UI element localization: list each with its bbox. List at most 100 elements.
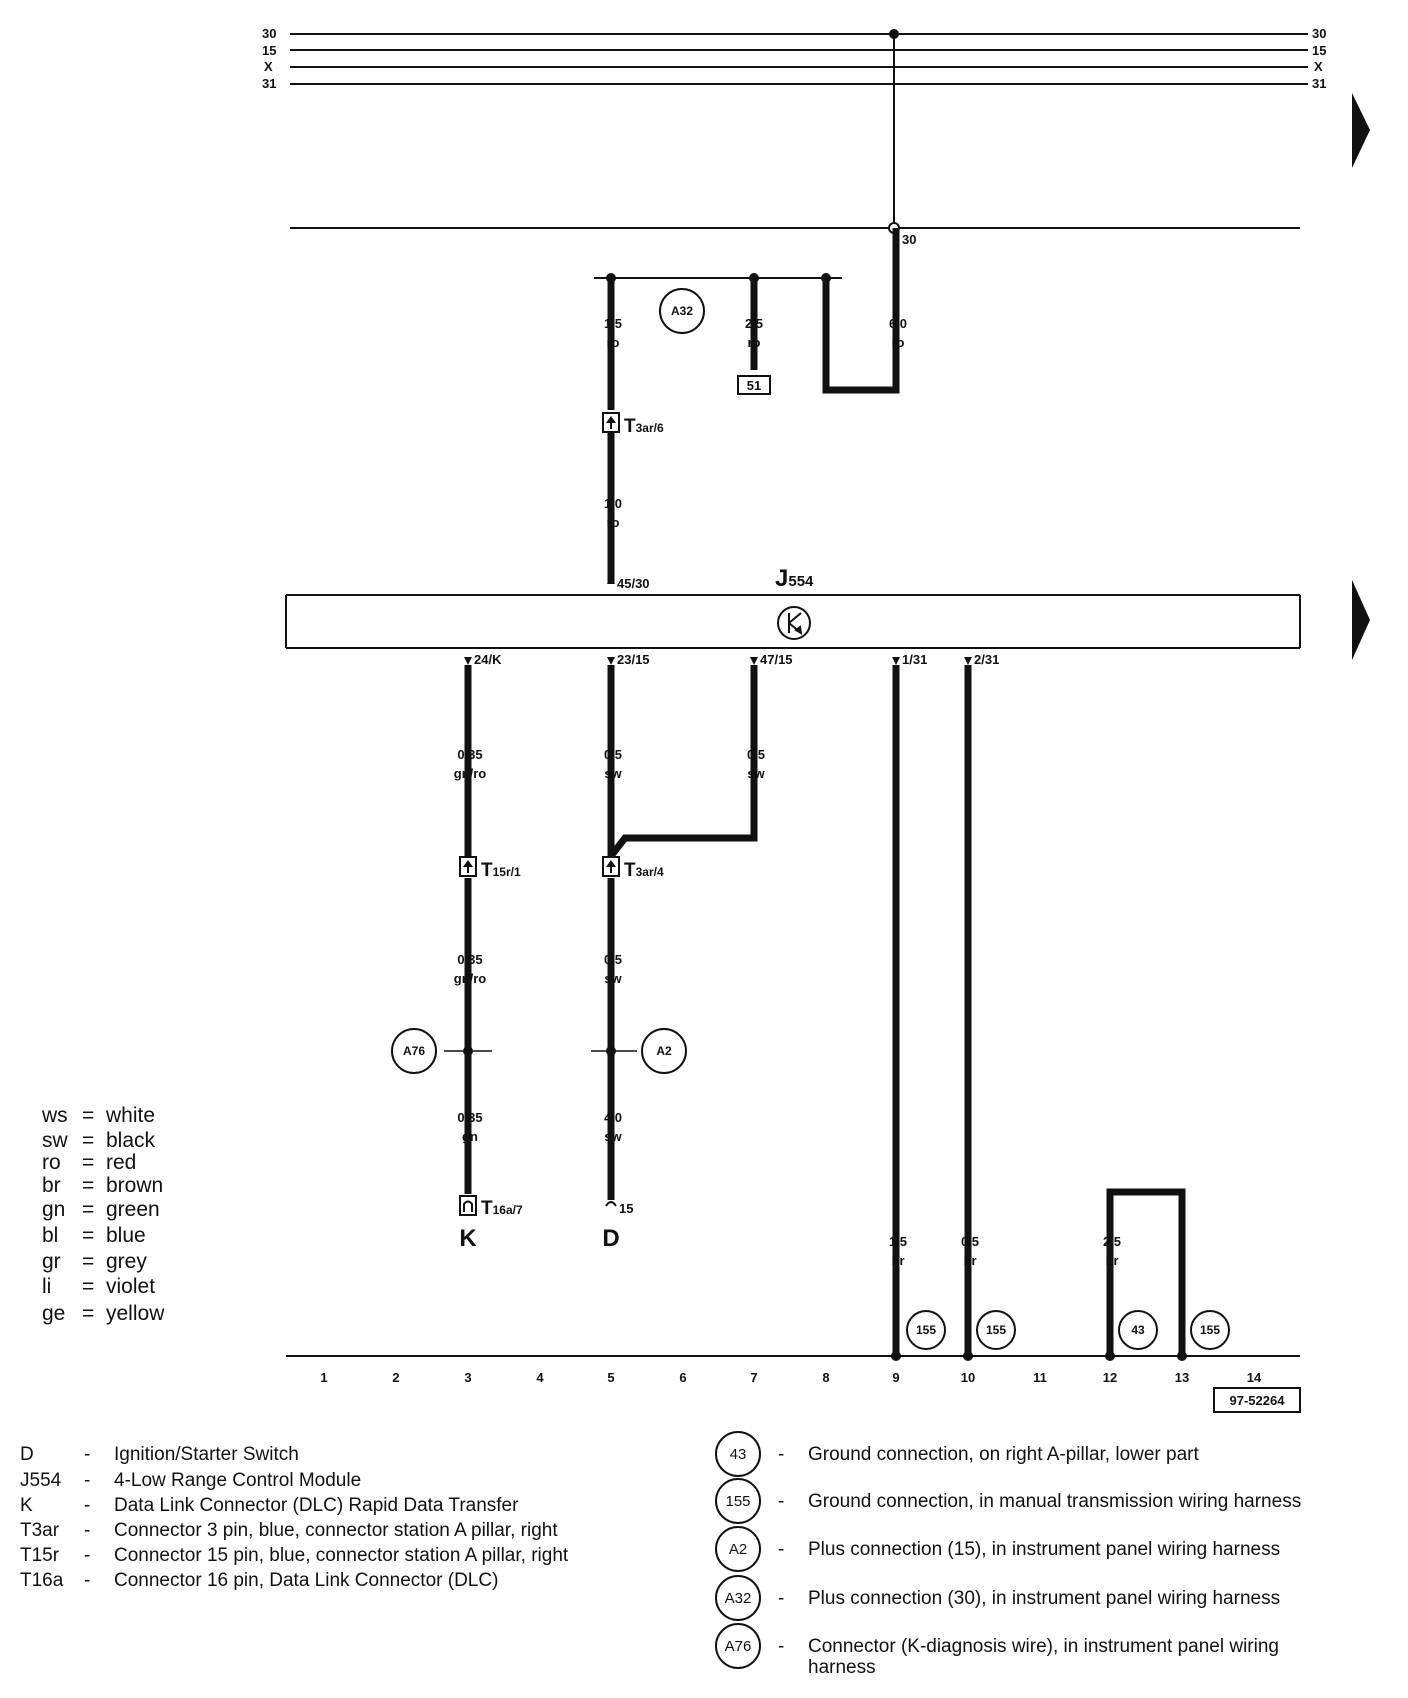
wire-color: ro xyxy=(748,335,761,350)
pin-arrow-icon xyxy=(607,576,615,584)
ground-155-circle xyxy=(976,1310,1016,1350)
ground-junction-dot xyxy=(1177,1351,1187,1361)
color-code: gn xyxy=(42,1198,65,1221)
terminal-cap-icon xyxy=(605,1201,617,1207)
color-name: brown xyxy=(106,1174,163,1197)
ground-155-circle xyxy=(906,1310,946,1350)
a32-circle xyxy=(659,288,705,334)
legend-dash: - xyxy=(84,1470,90,1491)
pin-arrow-icon xyxy=(892,657,900,665)
column-number: 2 xyxy=(392,1370,399,1385)
wire-color: sw xyxy=(604,1129,622,1144)
wire-size: 2,5 xyxy=(1103,1234,1121,1249)
legend-equals: = xyxy=(82,1129,94,1152)
column-number: 7 xyxy=(750,1370,757,1385)
junction-dot xyxy=(606,273,616,283)
legend-dash: - xyxy=(778,1444,784,1465)
legend-dash: - xyxy=(778,1491,784,1512)
component-desc: Connector 16 pin, Data Link Connector (D… xyxy=(114,1570,498,1591)
legend-circle-code: A76 xyxy=(725,1638,752,1655)
continuation-arrow-icon xyxy=(1352,580,1370,660)
pin-label: 1/31 xyxy=(902,652,927,667)
wire-color: br xyxy=(964,1253,977,1268)
pin-label: 45/30 xyxy=(617,576,650,591)
color-name: violet xyxy=(106,1275,155,1298)
circle-desc: Plus connection (15), in instrument pane… xyxy=(808,1539,1280,1560)
column-number: 4 xyxy=(536,1370,544,1385)
component-desc: Data Link Connector (DLC) Rapid Data Tra… xyxy=(114,1495,519,1516)
wire-color: br xyxy=(1106,1253,1119,1268)
column-number: 5 xyxy=(607,1370,614,1385)
splice-dot xyxy=(463,1046,473,1056)
wire-size: 0,5 xyxy=(961,1234,979,1249)
wire-size: 6,0 xyxy=(889,316,907,331)
module-symbol-icon xyxy=(777,606,811,640)
wire-color: ro xyxy=(607,335,620,350)
legend-equals: = xyxy=(82,1104,94,1127)
column-number: 1 xyxy=(320,1370,327,1385)
connector-t16a7-label: T16a/7 xyxy=(481,1198,523,1219)
pin-label: 23/15 xyxy=(617,652,650,667)
circle-desc: Connector (K-diagnosis wire), in instrum… xyxy=(808,1636,1279,1657)
a32-circle-label: A32 xyxy=(671,304,693,318)
wire-ground-loop xyxy=(1106,1188,1186,1356)
legend-equals: = xyxy=(82,1275,94,1298)
legend-dash: - xyxy=(778,1636,784,1657)
ground-43-circle xyxy=(1118,1310,1158,1350)
color-name: green xyxy=(106,1198,160,1221)
component-code: T3ar xyxy=(20,1520,60,1541)
color-code: ws xyxy=(41,1104,68,1127)
wire-size: 0,35 xyxy=(457,952,482,967)
pin-arrow-icon xyxy=(750,657,758,665)
wire-size: 4,0 xyxy=(604,1110,622,1125)
color-name: red xyxy=(106,1151,136,1174)
component-code: T15r xyxy=(20,1545,60,1566)
column-number: 8 xyxy=(822,1370,829,1385)
color-code: ge xyxy=(42,1302,65,1325)
wire-size: 2,5 xyxy=(745,316,763,331)
bus-label-31-right: 31 xyxy=(1312,76,1326,91)
legend-circle xyxy=(715,1526,761,1572)
color-name: white xyxy=(105,1104,155,1127)
bus-label-15-right: 15 xyxy=(1312,43,1326,58)
legend-circle-code: 43 xyxy=(730,1446,747,1463)
splice-dot xyxy=(606,1046,616,1056)
legend-equals: = xyxy=(82,1250,94,1273)
legend-equals: = xyxy=(82,1224,94,1247)
component-code: J554 xyxy=(20,1470,62,1491)
wire-color: gn/ro xyxy=(454,971,487,986)
wire-color: gn/ro xyxy=(454,766,487,781)
ground-155-circle xyxy=(1190,1310,1230,1350)
bus-label-31-left: 31 xyxy=(262,76,276,91)
bus-label-15-left: 15 xyxy=(262,43,276,58)
ground-155-label: 155 xyxy=(986,1323,1006,1337)
legend-dash: - xyxy=(84,1545,90,1566)
component-code: D xyxy=(20,1444,34,1465)
connector-t15r1-label: T15r/1 xyxy=(481,860,521,881)
color-code: br xyxy=(42,1174,61,1197)
pin-arrow-icon xyxy=(964,657,972,665)
color-code: sw xyxy=(42,1129,69,1152)
wire-size: 0,5 xyxy=(604,747,622,762)
wire-color: ro xyxy=(892,335,905,350)
connector-t3ar4-label: T3ar/4 xyxy=(624,860,664,881)
circle-legend: 43 - Ground connection, on right A-pillar,… xyxy=(715,1431,1301,1678)
legend-dash: - xyxy=(778,1588,784,1609)
color-code: gr xyxy=(42,1250,61,1273)
bus-label-x-left: X xyxy=(264,59,273,74)
column-number: 13 xyxy=(1175,1370,1189,1385)
circle-desc: Ground connection, on right A-pillar, lo… xyxy=(808,1444,1199,1465)
connector-icon xyxy=(459,856,477,877)
color-code: li xyxy=(42,1275,51,1298)
endpoint-k-label: K xyxy=(459,1225,477,1252)
component-code: K xyxy=(20,1495,33,1516)
circle-desc: Plus connection (30), in instrument pane… xyxy=(808,1588,1280,1609)
connector-icon xyxy=(602,412,620,433)
wire-size: 0,35 xyxy=(457,1110,482,1125)
ground-junction-dot xyxy=(891,1351,901,1361)
terminal-label-15: 15 xyxy=(619,1201,633,1216)
circle-desc-cont: harness xyxy=(808,1657,876,1678)
